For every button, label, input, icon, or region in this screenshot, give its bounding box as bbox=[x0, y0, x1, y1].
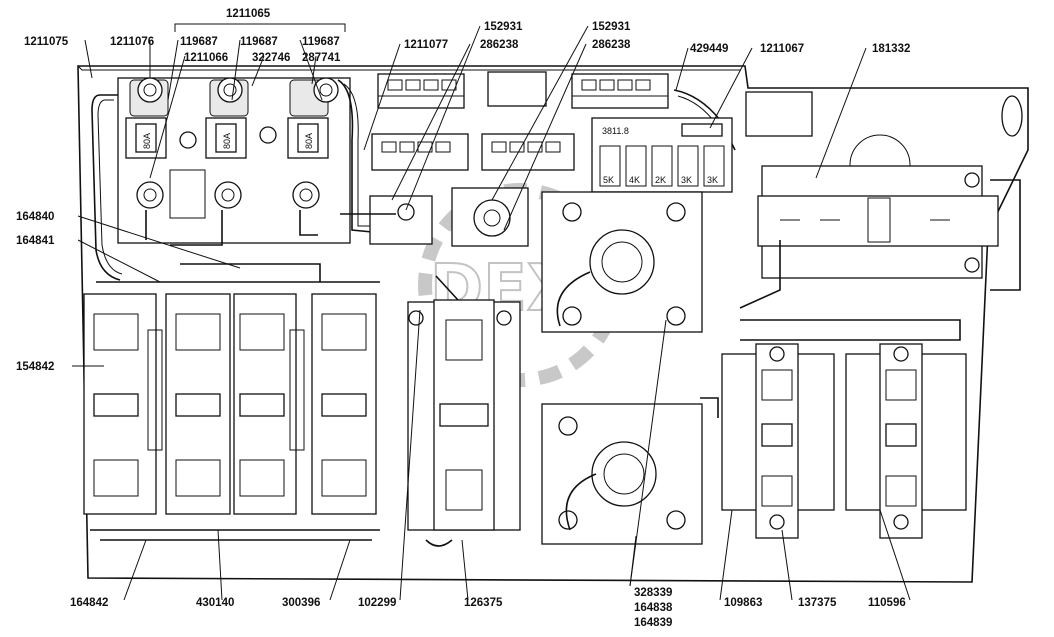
relay-slot: 3K bbox=[677, 145, 699, 187]
label-164839: 164839 bbox=[634, 617, 672, 629]
cable-bundle bbox=[337, 79, 373, 233]
fuse-80a: 80A bbox=[125, 117, 167, 159]
label-300396: 300396 bbox=[282, 597, 320, 609]
fuse-holder bbox=[165, 293, 231, 515]
fuse-80a: 80A bbox=[205, 117, 247, 159]
terminal-stud bbox=[209, 77, 249, 117]
cable-left bbox=[91, 94, 121, 281]
fuse-holder-right bbox=[721, 343, 835, 539]
connector-housing bbox=[487, 71, 547, 107]
svg-text:3K: 3K bbox=[681, 175, 692, 185]
relay-block-code: 3811.8 bbox=[602, 126, 629, 136]
label-164838: 164838 bbox=[634, 602, 673, 614]
terminal-bracket bbox=[340, 195, 433, 245]
svg-text:4K: 4K bbox=[629, 175, 640, 185]
fuse-holder bbox=[311, 293, 377, 515]
relay-slot: 3K bbox=[703, 145, 725, 187]
label-164840: 164840 bbox=[16, 211, 54, 223]
svg-text:80A: 80A bbox=[222, 133, 232, 149]
label-1211067: 1211067 bbox=[760, 43, 804, 55]
label-126375: 126375 bbox=[464, 597, 503, 609]
mounting-panel bbox=[77, 65, 1029, 583]
fuse-holder bbox=[83, 293, 157, 515]
label-152931: 152931 bbox=[592, 21, 631, 33]
svg-text:80A: 80A bbox=[142, 133, 152, 149]
busbar-bottom bbox=[90, 529, 380, 541]
panel-inner-edge bbox=[77, 65, 741, 71]
leader-lines bbox=[72, 23, 911, 601]
contactor-upper bbox=[541, 191, 703, 333]
relay-slot: 5K bbox=[599, 145, 621, 187]
fuse-block: 80A 80A 80A bbox=[117, 77, 351, 246]
label-1211076: 1211076 bbox=[110, 36, 154, 48]
svg-text:5K: 5K bbox=[603, 175, 614, 185]
fuse-holder-middle bbox=[407, 275, 521, 547]
contactor-lower bbox=[541, 397, 719, 545]
label-286238: 286238 bbox=[592, 39, 631, 51]
fuse-holder-right bbox=[845, 343, 967, 539]
label-152931: 152931 bbox=[484, 21, 523, 33]
label-430140: 430140 bbox=[196, 597, 234, 609]
label-109863: 109863 bbox=[724, 597, 762, 609]
label-287741: 287741 bbox=[302, 52, 341, 64]
label-137375: 137375 bbox=[798, 597, 837, 609]
label-286238: 286238 bbox=[480, 39, 519, 51]
relay-slot: 2K bbox=[651, 145, 673, 187]
terminal-stud bbox=[289, 77, 339, 117]
fuse-80a: 80A bbox=[287, 117, 329, 159]
svg-text:3K: 3K bbox=[707, 175, 718, 185]
relay-block: 3811.8 5K 4K 2K 3K 3K bbox=[591, 117, 733, 193]
terminal-bracket bbox=[451, 187, 529, 247]
connector-strip bbox=[481, 133, 575, 171]
connector-strip bbox=[377, 73, 465, 109]
label-154842: 154842 bbox=[16, 361, 54, 373]
label-110596: 110596 bbox=[868, 597, 906, 609]
label-119687: 119687 bbox=[302, 36, 340, 48]
label-328339: 328339 bbox=[634, 587, 672, 599]
terminal-stud bbox=[129, 77, 169, 117]
label-102299: 102299 bbox=[358, 597, 396, 609]
label-429449: 429449 bbox=[690, 43, 728, 55]
label-119687: 119687 bbox=[240, 36, 278, 48]
label-1211075: 1211075 bbox=[24, 36, 69, 48]
terminal-strip bbox=[147, 329, 305, 451]
label-119687: 119687 bbox=[180, 36, 218, 48]
connector-strip bbox=[371, 133, 469, 171]
part-labels: 1211065 1211075 1211076 119687 119687 11… bbox=[16, 8, 910, 629]
busbar-top bbox=[96, 263, 380, 283]
label-322746: 322746 bbox=[252, 52, 290, 64]
relay-slot: 4K bbox=[625, 145, 647, 187]
shunt-181332 bbox=[745, 91, 1023, 291]
fuse-holder bbox=[233, 293, 297, 515]
label-1211065: 1211065 bbox=[226, 8, 271, 20]
connector-strip bbox=[571, 73, 669, 109]
svg-text:80A: 80A bbox=[304, 133, 314, 149]
svg-text:2K: 2K bbox=[655, 175, 666, 185]
label-181332: 181332 bbox=[872, 43, 910, 55]
label-164841: 164841 bbox=[16, 235, 55, 247]
label-1211077: 1211077 bbox=[404, 39, 448, 51]
label-164842: 164842 bbox=[70, 597, 108, 609]
label-1211066: 1211066 bbox=[184, 52, 228, 64]
